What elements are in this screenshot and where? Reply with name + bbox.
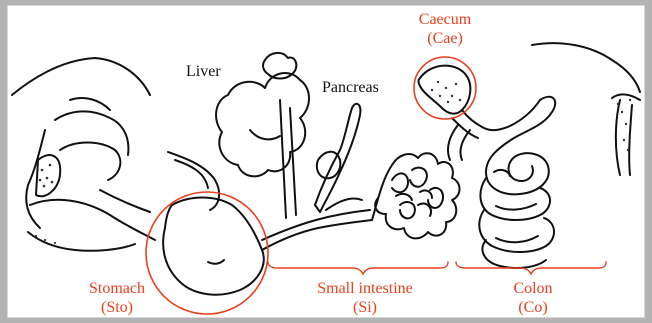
ducts	[262, 100, 372, 250]
caecum-outline	[419, 66, 541, 160]
cloaca-outline	[532, 43, 640, 175]
colon-name: Colon	[498, 279, 568, 298]
small-intestine-coils	[372, 153, 460, 238]
liver-label: Liver	[186, 62, 221, 81]
small-intestine-label: Small intestine (Si)	[300, 279, 430, 317]
small-intestine-abbr: (Si)	[300, 298, 430, 317]
small-intestine-name: Small intestine	[300, 279, 430, 298]
pancreas-label: Pancreas	[322, 78, 379, 97]
caecum-name: Caecum	[400, 10, 490, 29]
caecum-abbr: (Cae)	[400, 29, 490, 48]
pancreas-outline	[315, 104, 362, 212]
small-intestine-brace	[268, 262, 448, 274]
caecum-texture	[431, 81, 461, 103]
stomach-outline	[163, 198, 264, 295]
colon-label: Colon (Co)	[498, 279, 568, 317]
head-outline	[12, 58, 155, 251]
caecum-label: Caecum (Cae)	[400, 10, 490, 48]
stomach-label: Stomach (Sto)	[72, 279, 162, 317]
colon-brace	[456, 262, 606, 274]
stomach-name: Stomach	[72, 279, 162, 298]
liver-outline	[216, 53, 309, 176]
colon-abbr: (Co)	[498, 298, 568, 317]
stomach-abbr: (Sto)	[72, 298, 162, 317]
